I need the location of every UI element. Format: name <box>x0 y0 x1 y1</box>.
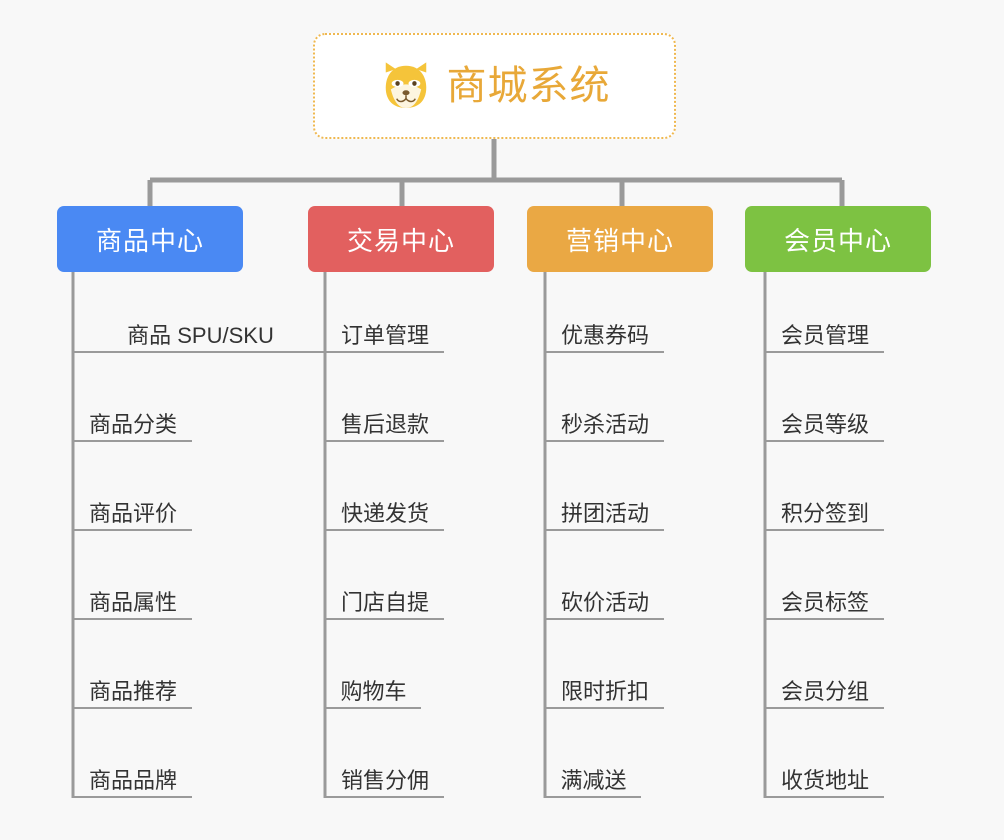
leaf-item[interactable]: 秒杀活动 <box>546 396 664 442</box>
shiba-inu-dog-face-icon <box>385 62 426 108</box>
leaf-item[interactable]: 满减送 <box>546 752 641 798</box>
leaf-item-label: 快递发货 <box>340 500 429 526</box>
leaf-item-label: 限时折扣 <box>560 678 649 704</box>
leaf-item[interactable]: 积分签到 <box>766 485 884 531</box>
leaf-item[interactable]: 快递发货 <box>326 485 444 531</box>
leaf-item-label: 会员等级 <box>780 411 869 437</box>
leaf-item[interactable]: 会员标签 <box>766 574 884 620</box>
leaf-item[interactable]: 门店自提 <box>326 574 444 620</box>
leaf-item[interactable]: 销售分佣 <box>326 752 444 798</box>
leaf-item-label: 商品评价 <box>88 500 177 526</box>
leaf-item-label: 销售分佣 <box>340 767 429 793</box>
root-title: 商城系统 <box>446 64 611 108</box>
category-header-1[interactable]: 商品中心 <box>57 206 243 272</box>
category-header-label: 营销中心 <box>565 225 674 256</box>
leaf-item-label: 积分签到 <box>780 500 869 526</box>
leaf-item-label: 砍价活动 <box>560 589 649 615</box>
category-header-label: 会员中心 <box>783 225 892 256</box>
leaf-item-label: 购物车 <box>340 678 407 704</box>
leaf-item[interactable]: 会员管理 <box>766 307 884 353</box>
leaf-item-label: 秒杀活动 <box>560 411 649 437</box>
leaf-item-label: 优惠券码 <box>560 322 649 348</box>
leaf-item[interactable]: 售后退款 <box>326 396 444 442</box>
leaf-item-label: 商品 SPU/SKU <box>127 322 274 348</box>
leaf-item-label: 售后退款 <box>340 411 429 437</box>
leaf-item-label: 收货地址 <box>780 767 869 793</box>
leaf-item[interactable]: 优惠券码 <box>546 307 664 353</box>
leaf-item[interactable]: 商品分类 <box>74 396 192 442</box>
leaf-item[interactable]: 商品推荐 <box>74 663 192 709</box>
leaf-item-label: 门店自提 <box>340 589 429 615</box>
leaf-item[interactable]: 会员等级 <box>766 396 884 442</box>
leaf-item-label: 拼团活动 <box>560 500 649 526</box>
leaf-item[interactable]: 商品 SPU/SKU <box>74 307 327 353</box>
leaf-item[interactable]: 订单管理 <box>326 307 444 353</box>
leaf-item[interactable]: 收货地址 <box>766 752 884 798</box>
category-header-4[interactable]: 会员中心 <box>745 206 931 272</box>
category-header-label: 商品中心 <box>95 225 204 256</box>
category-header-3[interactable]: 营销中心 <box>527 206 713 272</box>
leaf-item-label: 满减送 <box>560 767 627 793</box>
leaf-item-label: 商品属性 <box>88 589 177 615</box>
root-node[interactable]: 商城系统 <box>313 33 676 139</box>
leaf-item[interactable]: 限时折扣 <box>546 663 664 709</box>
category-header-2[interactable]: 交易中心 <box>308 206 494 272</box>
leaf-item-label: 会员分组 <box>780 678 869 704</box>
leaf-item[interactable]: 商品属性 <box>74 574 192 620</box>
leaf-item[interactable]: 商品评价 <box>74 485 192 531</box>
leaf-item[interactable]: 购物车 <box>326 663 421 709</box>
leaf-item[interactable]: 拼团活动 <box>546 485 664 531</box>
leaf-item-label: 商品品牌 <box>88 767 177 793</box>
leaf-item-label: 订单管理 <box>340 322 429 348</box>
leaf-item-label: 会员标签 <box>780 589 869 615</box>
leaf-item-label: 商品分类 <box>88 411 177 437</box>
leaf-item[interactable]: 会员分组 <box>766 663 884 709</box>
leaf-item-label: 商品推荐 <box>88 678 177 704</box>
leaf-item-label: 会员管理 <box>780 322 869 348</box>
leaf-item[interactable]: 砍价活动 <box>546 574 664 620</box>
category-header-label: 交易中心 <box>346 225 455 256</box>
leaf-item[interactable]: 商品品牌 <box>74 752 192 798</box>
